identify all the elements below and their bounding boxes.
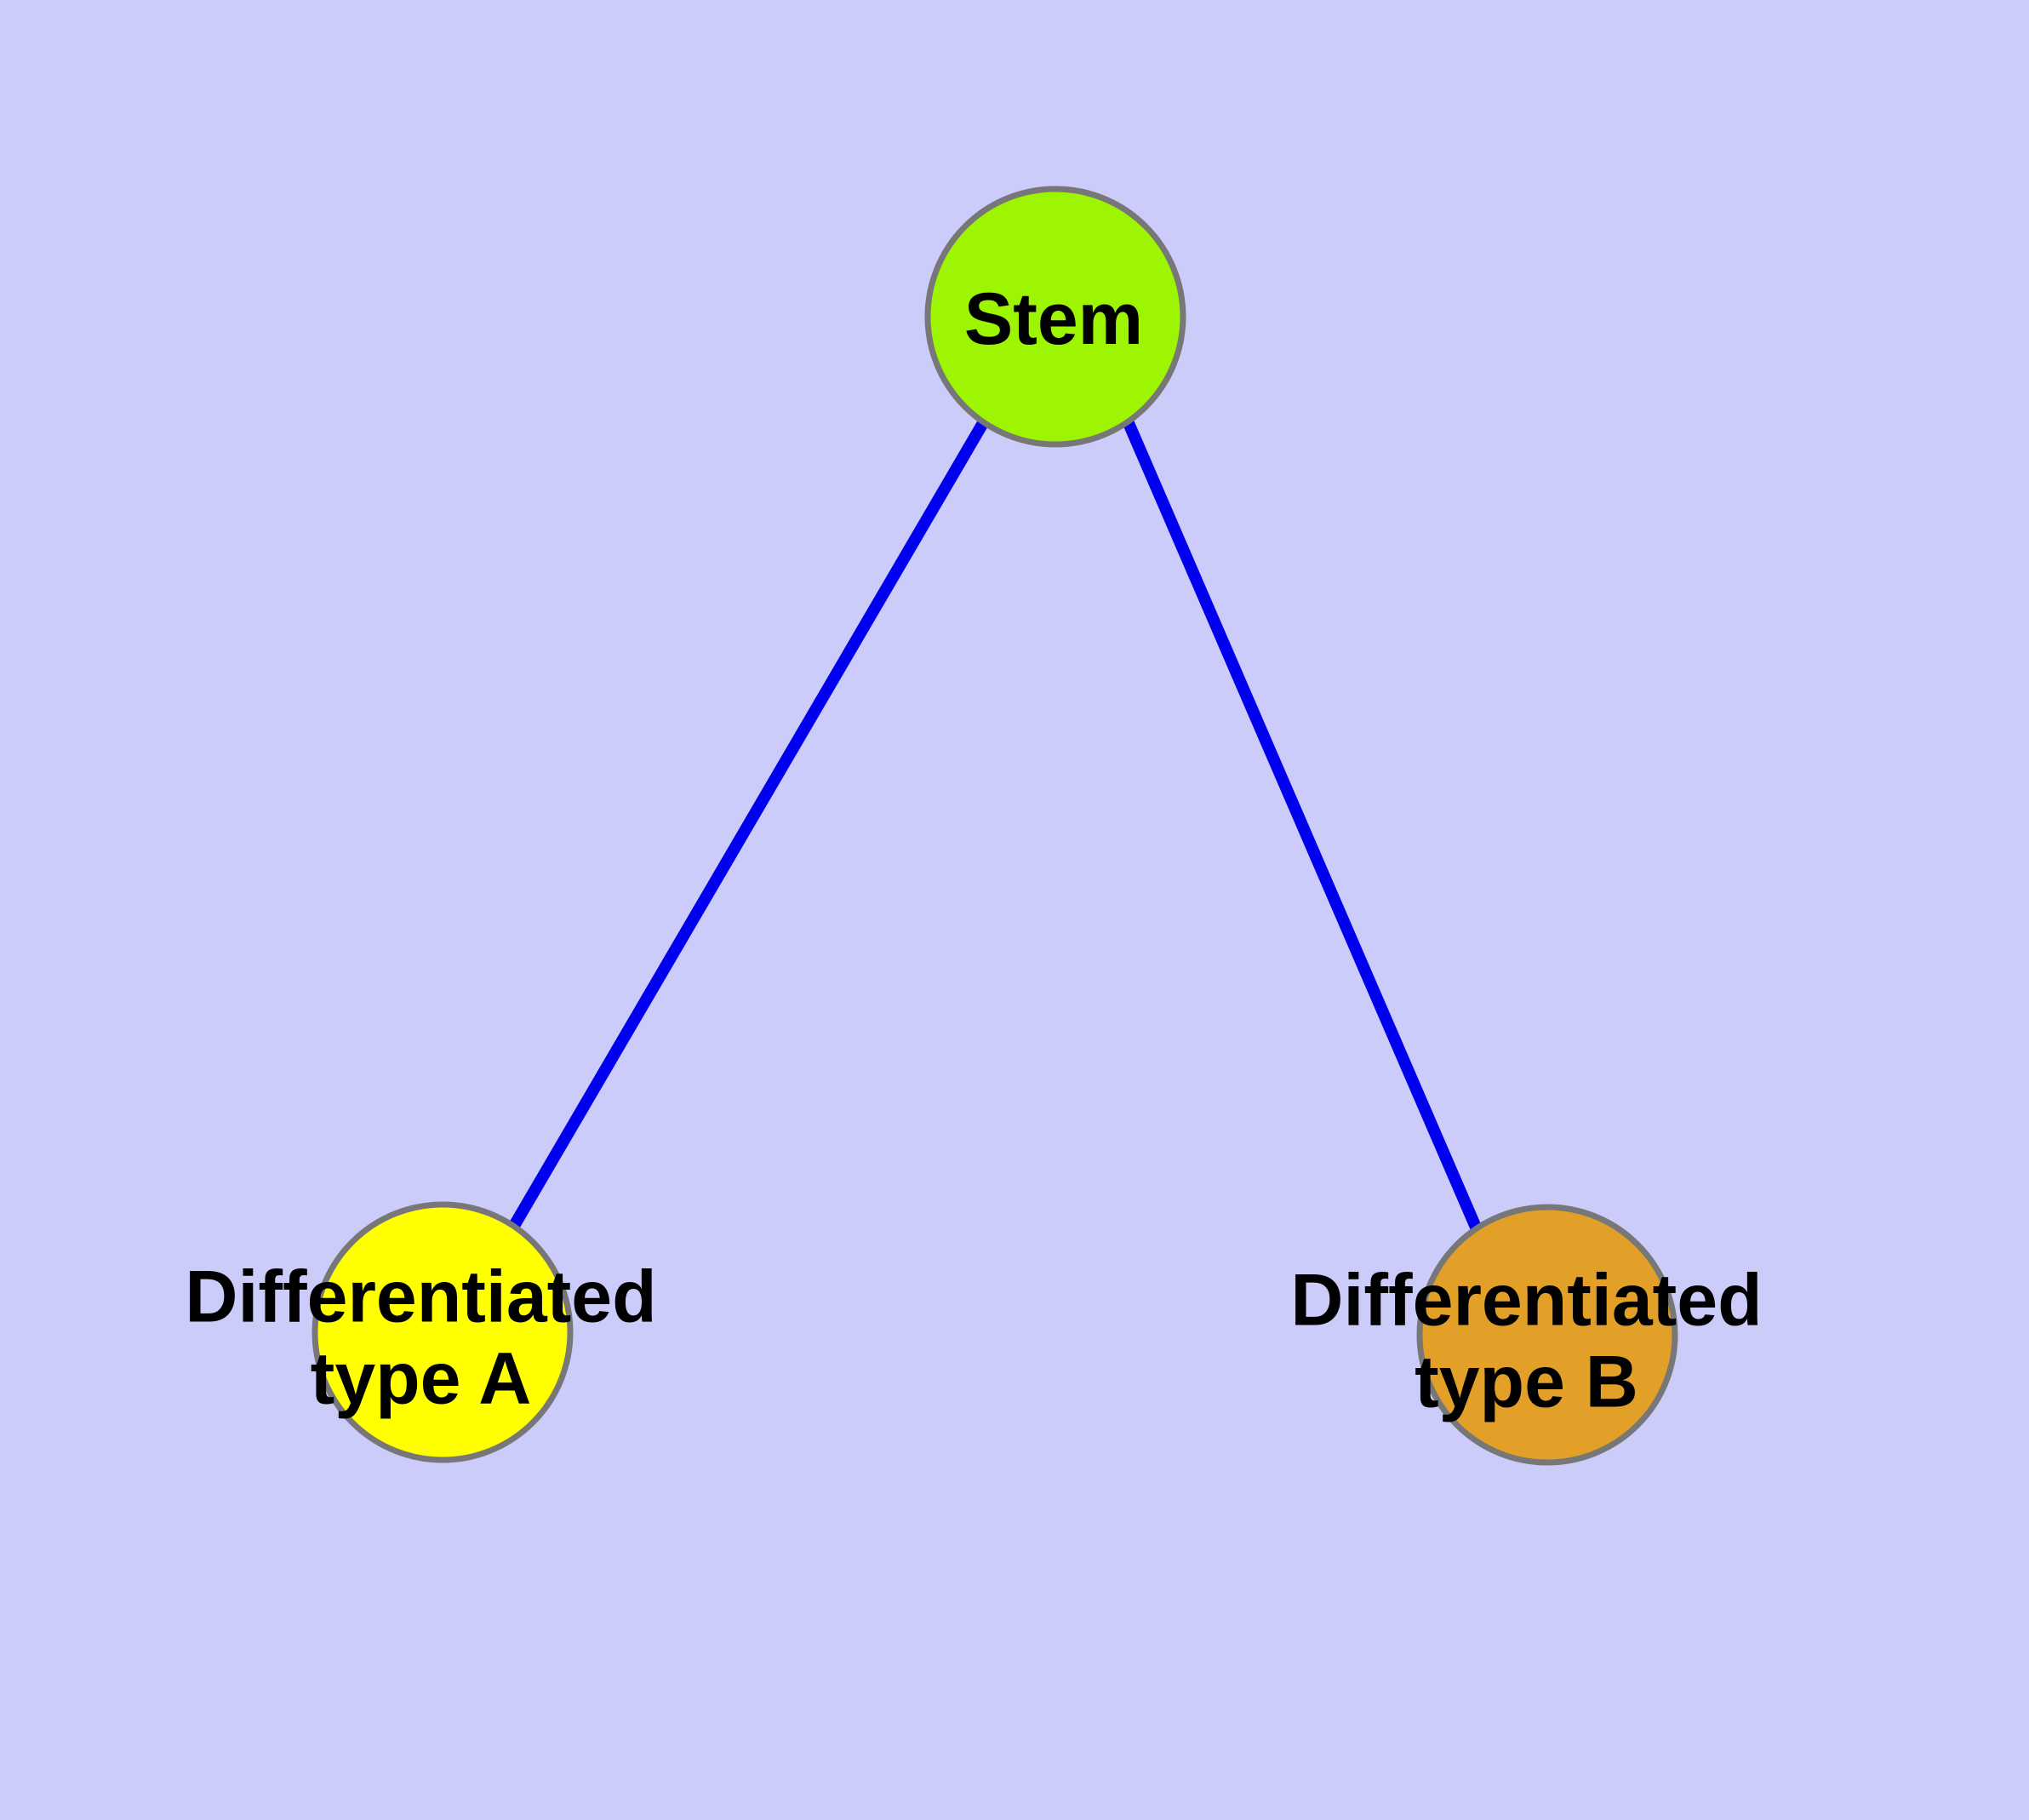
edge-stem-to-differentiated-a[interactable] [508,420,989,1229]
node-differentiated-type-a[interactable] [311,1201,574,1463]
node-stem[interactable] [924,186,1186,448]
edge-layer [508,420,1483,1232]
edge-stem-to-differentiated-b[interactable] [1123,421,1483,1232]
node-layer [311,186,1678,1466]
node-differentiated-type-b[interactable] [1416,1204,1678,1466]
